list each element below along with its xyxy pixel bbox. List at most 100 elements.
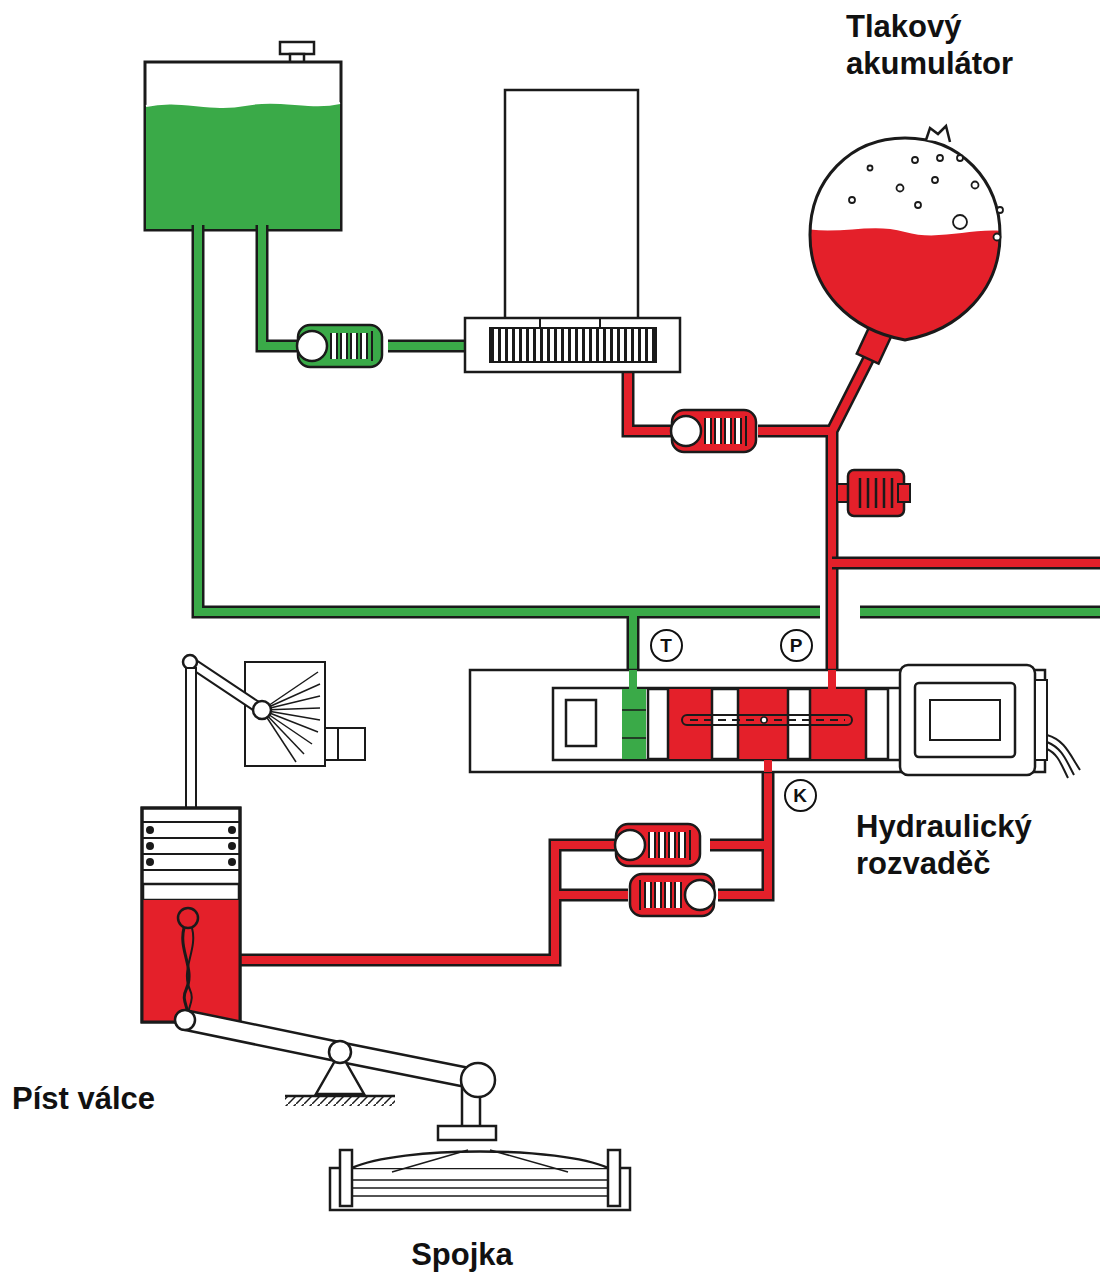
check-valve (297, 325, 382, 367)
clutch (330, 1126, 630, 1210)
position-sensor (183, 655, 365, 766)
pressure-accumulator (849, 155, 1003, 241)
hydraulic-valve (1035, 680, 1047, 760)
pressure-accumulator (915, 202, 921, 208)
clutch (490, 1150, 568, 1172)
part-label: Hydraulický rozvaděč (856, 808, 1094, 882)
cylinder-piston (142, 808, 240, 1022)
pump (505, 90, 638, 320)
port-letter: T (660, 636, 672, 655)
hydraulic-valve (915, 683, 1015, 757)
oil-pipe (198, 225, 1100, 960)
clutch-lever (175, 1010, 495, 1130)
port-letter: P (790, 636, 803, 655)
cylinder-piston (146, 858, 154, 866)
pressure-accumulator (994, 234, 1001, 241)
hydraulic-valve (761, 717, 767, 723)
hydraulic-valve (930, 700, 1000, 740)
port-circle: K (784, 779, 817, 812)
pressure-accumulator (953, 215, 967, 229)
pump (465, 90, 680, 372)
cylinder-piston (183, 928, 189, 1020)
clutch (392, 1150, 468, 1172)
hydraulic-valve (470, 670, 1045, 772)
pressure-accumulator (937, 155, 943, 161)
pressure-accumulator (926, 126, 950, 142)
clutch-lever (285, 1095, 395, 1098)
position-sensor (262, 672, 320, 762)
oil-pipe (240, 770, 768, 960)
hydraulic-valve (900, 665, 1035, 775)
cylinder-piston (187, 928, 193, 1020)
hydraulic-valve (764, 760, 772, 772)
part-label: Píst válce (12, 1080, 155, 1117)
check-valve (671, 410, 756, 452)
pressure-sensor (898, 484, 910, 502)
pressure-accumulator (897, 185, 904, 192)
pressure-accumulator (932, 177, 938, 183)
pressure-accumulator (849, 197, 855, 203)
pressure-sensor (891, 478, 894, 508)
check-valve (615, 824, 700, 866)
port-circle: P (780, 629, 813, 662)
pressure-sensor (875, 478, 878, 508)
pump (465, 318, 680, 372)
cylinder-piston (142, 869, 240, 871)
clutch-lever (285, 1097, 395, 1106)
hydraulic-valve (1047, 735, 1080, 778)
pressure-accumulator (868, 166, 873, 171)
pump (599, 318, 601, 328)
position-sensor (245, 662, 325, 766)
hydraulic-valve (682, 715, 852, 725)
clutch-lever (175, 1010, 195, 1030)
hydraulic-valve (622, 689, 646, 759)
position-sensor (183, 655, 197, 669)
hydraulic-valve (566, 700, 596, 746)
part-label: Tlakový akumulátor (846, 8, 1094, 82)
clutch (352, 1180, 608, 1196)
reservoir-tank (280, 42, 314, 54)
cylinder-piston (142, 822, 240, 870)
reservoir-tank (145, 62, 341, 230)
oil-pipe (860, 608, 1100, 616)
position-sensor (190, 662, 262, 710)
cylinder-piston (228, 826, 236, 834)
pressure-accumulator (800, 130, 1010, 350)
cylinder-piston (143, 884, 239, 900)
check-valve (297, 325, 756, 916)
pressure-sensor (837, 470, 910, 516)
pressure-accumulator (972, 182, 979, 189)
pressure-accumulator (957, 155, 963, 161)
pressure-sensor (848, 470, 904, 516)
position-sensor (337, 728, 339, 760)
clutch (352, 1187, 608, 1189)
pressure-accumulator (810, 138, 1000, 340)
pressure-sensor (867, 478, 870, 508)
pressure-accumulator (912, 157, 918, 163)
clutch-lever (461, 1063, 495, 1097)
reservoir-tank (146, 103, 340, 107)
hydraulic-valve (622, 737, 646, 739)
hydraulic-valve (622, 709, 646, 711)
clutch (352, 1195, 608, 1197)
clutch (608, 1150, 620, 1206)
clutch-lever (329, 1041, 351, 1063)
hydraulic-valve (629, 670, 637, 690)
hydraulic-valve (866, 689, 888, 759)
position-sensor (253, 701, 271, 719)
clutch (340, 1150, 352, 1206)
cylinder-piston (142, 853, 240, 855)
oil-pipe (628, 352, 872, 690)
hydraulic-valve (470, 665, 1080, 778)
oil-pipe (832, 559, 1100, 567)
clutch (352, 1152, 608, 1169)
clutch (330, 1168, 630, 1210)
part-label: Spojka (411, 1236, 513, 1273)
pressure-sensor (859, 478, 862, 508)
position-sensor (190, 662, 262, 710)
cylinder-piston (228, 858, 236, 866)
reservoir-tank (145, 42, 341, 230)
hydraulic-valve (553, 688, 903, 760)
